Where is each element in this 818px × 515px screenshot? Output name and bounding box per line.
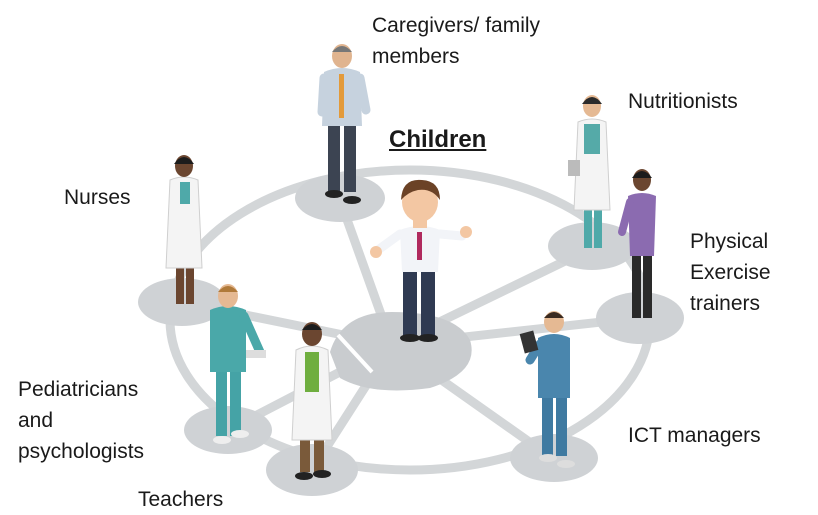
label-line: Exercise — [690, 261, 771, 284]
label-line: trainers — [690, 292, 761, 315]
nurse-figure — [165, 155, 203, 304]
caregiver-figure — [317, 44, 371, 204]
label-physical-trainers: Physical Exercise trainers — [690, 226, 771, 319]
label-line: Nurses — [64, 186, 131, 209]
teacher-figure — [291, 322, 333, 480]
label-nutritionists: Nutritionists — [628, 86, 738, 117]
center-title: Children — [389, 126, 487, 153]
pediatrician-figure — [210, 284, 266, 444]
label-line: Caregivers/ family — [372, 14, 541, 37]
platform-caregivers — [295, 174, 385, 222]
label-line: psychologists — [18, 440, 145, 463]
ict-manager-figure — [519, 311, 575, 468]
nutritionist-figure — [568, 95, 611, 248]
label-line: Pediatricians — [18, 378, 139, 401]
center-platform — [330, 312, 472, 391]
label-caregivers: Caregivers/ family members — [372, 10, 540, 72]
label-ict-managers: ICT managers — [628, 420, 761, 451]
label-line: Physical — [690, 230, 769, 253]
label-teachers: Teachers — [138, 484, 223, 515]
label-line: ICT managers — [628, 424, 761, 447]
trainer-figure — [618, 169, 656, 318]
platform-teachers — [266, 444, 358, 496]
label-line: members — [372, 45, 460, 68]
label-line: Teachers — [138, 488, 224, 511]
child-figure — [370, 179, 472, 342]
label-nurses: Nurses — [64, 182, 131, 213]
label-pediatricians: Pediatricians and psychologists — [18, 374, 144, 467]
label-line: and — [18, 409, 54, 432]
label-line: Nutritionists — [628, 90, 738, 113]
platform-pediatricians — [184, 406, 272, 454]
